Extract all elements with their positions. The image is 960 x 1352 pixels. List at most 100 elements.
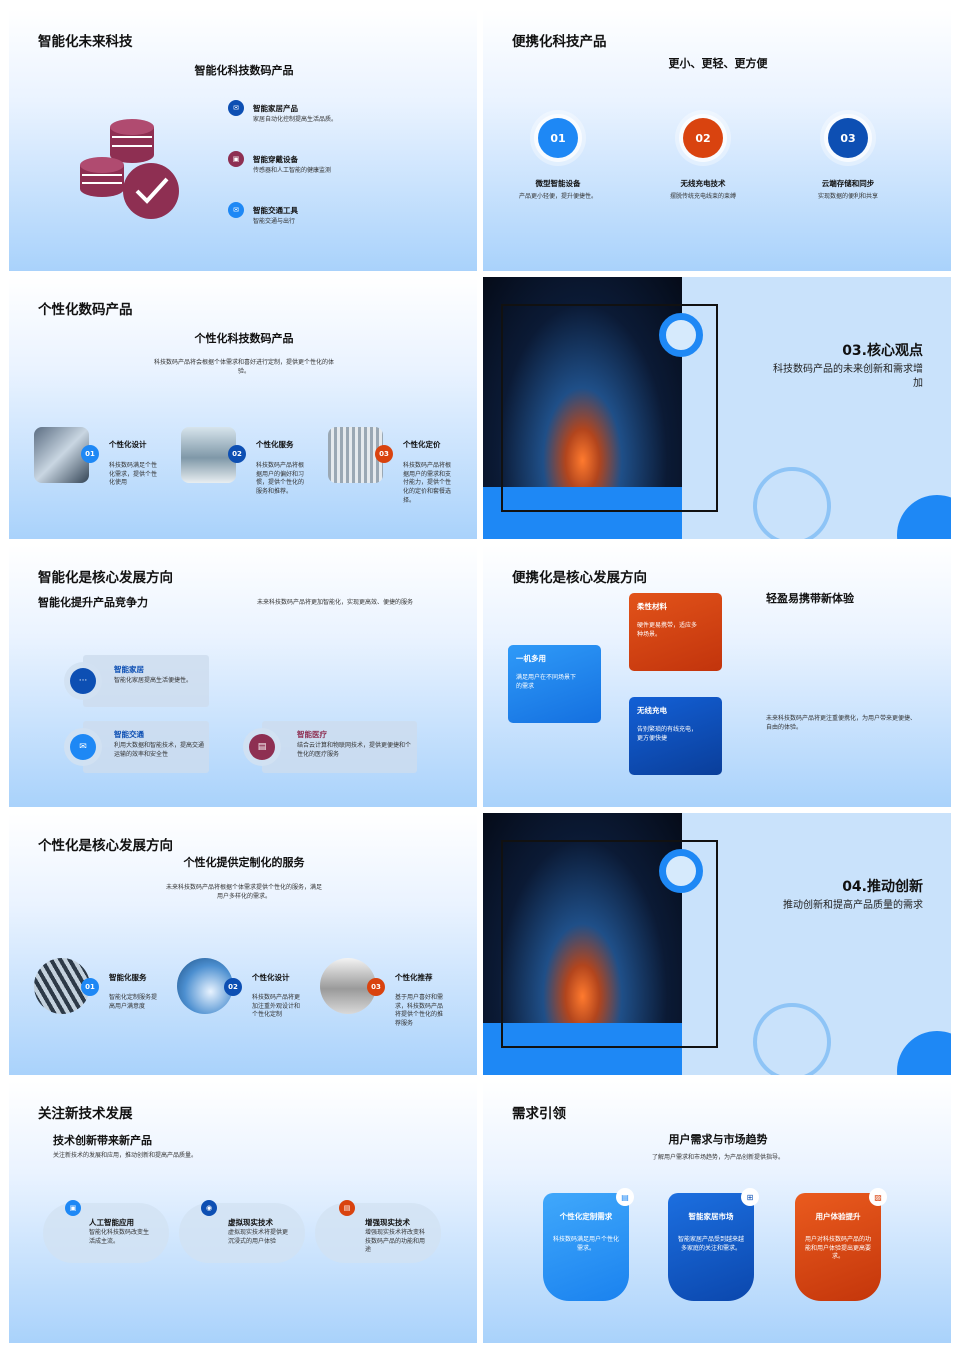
card-label: 柔性材料 bbox=[637, 602, 667, 611]
item-label: 个性化推荐 bbox=[395, 973, 433, 982]
item-label: 人工智能应用 bbox=[89, 1218, 134, 1227]
document-icon: ▤ bbox=[616, 1188, 634, 1206]
step-number: 02 bbox=[228, 445, 246, 463]
item-label: 个性化定价 bbox=[403, 440, 441, 449]
network-icon: ⊞ bbox=[741, 1188, 759, 1206]
card-label: 一机多用 bbox=[516, 654, 546, 663]
item-label: 个性化设计 bbox=[109, 440, 147, 449]
step-number: 02 bbox=[683, 118, 723, 158]
item-label: 云端存储和同步 bbox=[821, 179, 875, 188]
item-label: 智能交通工具 bbox=[253, 206, 298, 215]
round-photo bbox=[177, 958, 233, 1014]
vr-icon: ◉ bbox=[201, 1200, 217, 1216]
item-label: 智能医疗 bbox=[297, 730, 327, 739]
card-desc: 满足用户在不同场景下的需求 bbox=[516, 674, 577, 690]
flexible-material-card: 柔性材料 硬件更易携带，适应多种场景。 bbox=[629, 593, 722, 671]
section-heading: 03.核心观点 bbox=[842, 343, 923, 359]
item-desc: 虚拟现实技术将提供更沉浸式的用户体验 bbox=[228, 1229, 289, 1245]
multi-use-card: 一机多用 满足用户在不同场景下的需求 bbox=[508, 645, 601, 723]
circle-decoration bbox=[897, 495, 951, 539]
intro-text: 关注新技术的发展和应用，推动创新和提高产品质量。 bbox=[53, 1152, 198, 1159]
building-photo bbox=[34, 427, 89, 483]
ring-decoration bbox=[659, 313, 703, 357]
item-desc: 科技数码满足个性化需求，提供个性化使用 bbox=[109, 462, 158, 487]
slide-personalized-direction: 个性化是核心发展方向 个性化提供定制化的服务 未来科技数码产品将根据个体需求提供… bbox=[9, 813, 477, 1075]
item-desc: 智能交通与出行 bbox=[253, 218, 296, 225]
slide-subtitle: 智能化科技数码产品 bbox=[194, 64, 294, 77]
step-number: 01 bbox=[538, 118, 578, 158]
slide-smart-future: 智能化未来科技 智能化科技数码产品 ✉ 智能家居产品 家居自动化控制提高生活品质… bbox=[9, 9, 477, 271]
slide-subtitle: 个性化提供定制化的服务 bbox=[183, 856, 305, 869]
wearable-icon: ▣ bbox=[228, 151, 244, 167]
slide-subtitle: 轻盈易携带新体验 bbox=[766, 592, 854, 605]
item-desc: 智能化定制服务提高用户满意度 bbox=[109, 994, 158, 1010]
ai-icon: ▣ bbox=[65, 1200, 81, 1216]
section-text: 推动创新和提高产品质量的需求 bbox=[783, 900, 923, 911]
slide-title: 便携化科技产品 bbox=[512, 34, 607, 50]
item-card bbox=[83, 721, 209, 773]
intro-text: 科技数码产品将会根据个体需求和喜好进行定制，提供更个性化的体验。 bbox=[154, 359, 335, 375]
item-label: 无线充电技术 bbox=[680, 179, 726, 188]
slide-subtitle: 更小、更轻、更方便 bbox=[668, 57, 768, 70]
transport-icon: ✉ bbox=[228, 202, 244, 218]
slide-title: 关注新技术发展 bbox=[38, 1106, 133, 1122]
slide-section-innovation: 04.推动创新 推动创新和提高产品质量的需求 bbox=[483, 813, 951, 1075]
smart-medical-icon: ▤ bbox=[249, 734, 275, 760]
item-desc: 家居自动化控制提高生活品质。 bbox=[253, 116, 338, 123]
intro-text: 未来科技数码产品将更加智能化，实现更高效、便捷的服务 bbox=[257, 599, 414, 606]
slide-personalized-products: 个性化数码产品 个性化科技数码产品 科技数码产品将会根据个体需求和喜好进行定制，… bbox=[9, 277, 477, 539]
item-desc: 利用大数据和智能技术，提高交通运输的效率和安全性 bbox=[114, 742, 205, 758]
item-label: 个性化服务 bbox=[256, 440, 294, 449]
item-label: 智能化服务 bbox=[109, 973, 147, 982]
ring-decoration bbox=[753, 1003, 831, 1075]
item-desc: 科技数码产品将更加注重外观设计和个性化定制 bbox=[252, 994, 301, 1019]
step-number: 01 bbox=[81, 445, 99, 463]
slide-title: 智能化未来科技 bbox=[38, 34, 133, 50]
item-pill bbox=[179, 1203, 305, 1263]
slide-subtitle: 个性化科技数码产品 bbox=[194, 332, 294, 345]
slide-title: 便携化是核心发展方向 bbox=[512, 570, 647, 586]
step-number: 02 bbox=[224, 978, 242, 996]
slide-smart-direction: 智能化是核心发展方向 智能化提升产品竞争力 未来科技数码产品将更加智能化，实现更… bbox=[9, 545, 477, 807]
card-label: 个性化定制需求 bbox=[559, 1212, 613, 1221]
item-desc: 传感器和人工智能的健康监测 bbox=[253, 167, 332, 174]
home-product-icon: ✉ bbox=[228, 100, 244, 116]
frame-outline bbox=[501, 304, 718, 512]
step-number: 03 bbox=[367, 978, 385, 996]
facade-photo bbox=[328, 427, 383, 483]
card-label: 智能家居市场 bbox=[688, 1212, 734, 1221]
intro-text: 未来科技数码产品将根据个体需求提供个性化的服务，满足用户多样化的需求。 bbox=[165, 884, 322, 900]
section-text: 科技数码产品的未来创新和需求增加 bbox=[773, 364, 923, 389]
intro-text: 了解用户需求和市场趋势，为产品创新提供指导。 bbox=[651, 1154, 784, 1161]
slide-subtitle: 智能化提升产品竞争力 bbox=[38, 596, 148, 609]
item-desc: 结合云计算和物联网技术，提供更便捷和个性化的医疗服务 bbox=[297, 742, 412, 758]
item-desc: 智能化科技数码改变生活成主流。 bbox=[89, 1229, 150, 1245]
personal-demand-card: 个性化定制需求 科技数码满足用户个性化需求。 bbox=[543, 1193, 629, 1301]
item-desc: 摆脱传统充电线束的束缚 bbox=[669, 193, 736, 200]
item-desc: 产品更小轻便，提升便捷性。 bbox=[518, 193, 597, 200]
blue-strip bbox=[483, 1023, 682, 1075]
card-desc: 告别繁琐的有线充电，更方便快捷 bbox=[637, 726, 698, 742]
card-label: 无线充电 bbox=[637, 706, 667, 715]
item-desc: 基于用户喜好和需求，科技数码产品将提供个性化的推荐服务 bbox=[395, 994, 444, 1028]
item-label: 智能家居 bbox=[114, 665, 144, 674]
slide-subtitle: 用户需求与市场趋势 bbox=[668, 1133, 768, 1146]
slide-subtitle: 技术创新带来新产品 bbox=[53, 1134, 152, 1147]
step-number: 01 bbox=[81, 978, 99, 996]
round-photo bbox=[320, 958, 376, 1014]
body-text: 未来科技数码产品将更注重便携化，为用户带来更便捷、自由的体验。 bbox=[766, 715, 917, 731]
item-label: 智能交通 bbox=[114, 730, 144, 739]
user-experience-card: 用户体验提升 用户对科技数码产品的功能和用户体验提出更高要求。 bbox=[795, 1193, 881, 1301]
interior-photo bbox=[181, 427, 236, 483]
slide-new-tech: 关注新技术发展 技术创新带来新产品 关注新技术的发展和应用，推动创新和提高产品质… bbox=[9, 1081, 477, 1343]
item-desc: 智能化家居提高生活便捷性。 bbox=[114, 677, 193, 684]
card-desc: 用户对科技数码产品的功能和用户体验提出更高要求。 bbox=[805, 1236, 872, 1261]
item-desc: 科技数码产品将根据用户的偏好和习惯，提供个性化的服务和推荐。 bbox=[256, 462, 305, 496]
smart-home-market-card: 智能家居市场 智能家居产品受到越来越多家庭的关注和需求。 bbox=[668, 1193, 754, 1301]
item-label: 微型智能设备 bbox=[535, 179, 581, 188]
image-icon: ▨ bbox=[869, 1188, 887, 1206]
item-label: 智能家居产品 bbox=[253, 104, 298, 113]
wireless-charging-card: 无线充电 告别繁琐的有线充电，更方便快捷 bbox=[629, 697, 722, 775]
ar-icon: ▤ bbox=[339, 1200, 355, 1216]
card-desc: 硬件更易携带，适应多种场景。 bbox=[637, 622, 698, 638]
